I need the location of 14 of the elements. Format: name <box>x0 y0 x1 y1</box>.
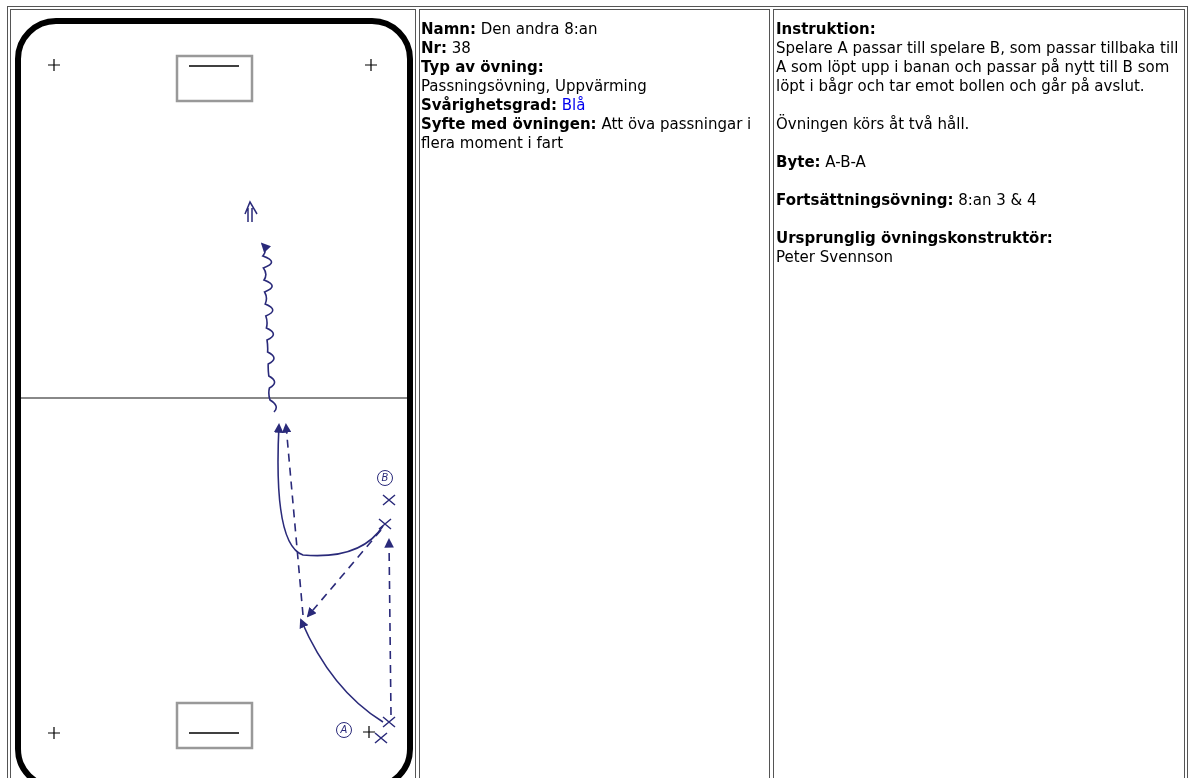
name-field: Namn: Den andra 8:an <box>421 20 769 39</box>
section-heading: Instruktion: <box>776 20 877 39</box>
field-heading: Typ av övning: <box>421 58 545 77</box>
follow-up-field: Fortsättningsövning: 8:an 3 & 4 <box>776 191 1184 210</box>
rotation-field: Byte: A-B-A <box>776 153 1184 172</box>
field-heading: Svårighetsgrad: <box>421 96 557 114</box>
instruction-text: Spelare A passar till spelare B, som passar tillbaka till A som löpt upp i banan och passar på nytt till B som löpt i bågr och tar emot bollen och går på avslut. <box>776 39 1180 96</box>
field-value: Passningsövning, Uppvärming <box>421 77 648 96</box>
instruction-note: Övningen körs åt två håll. <box>776 115 971 134</box>
number-field: Nr: 38 <box>421 39 769 58</box>
difficulty-link: Blå <box>561 96 586 114</box>
field-heading: Ursprunglig övningskonstruktör: <box>776 229 1054 248</box>
purpose-field: Syfte med övningen: Att öva passningar i flera moment i fart <box>421 115 769 153</box>
author-name: Peter Svennson <box>776 248 894 267</box>
